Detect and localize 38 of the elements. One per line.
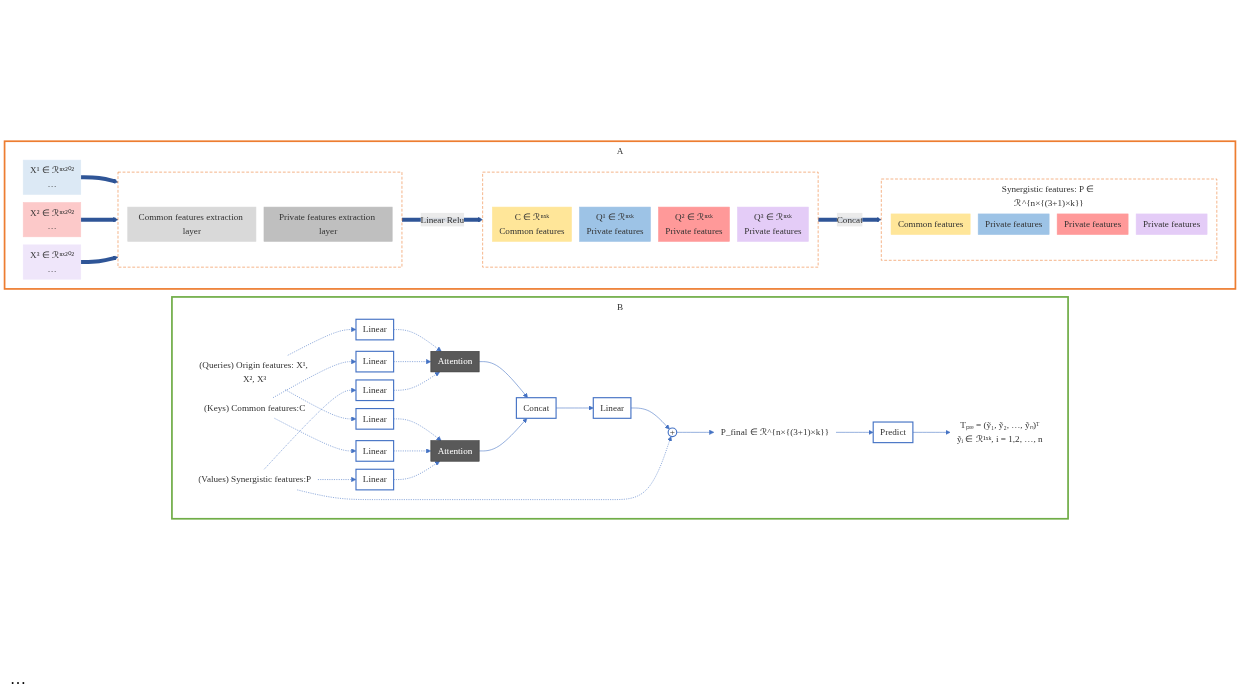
node-text: P_final ∈ ℛ^{n×{(3+1)×k}} — [720, 427, 830, 437]
ellipsis-note: … — [10, 670, 26, 687]
node-box: Linear — [355, 408, 395, 430]
node-box: Private features — [1056, 213, 1129, 235]
node-circle: + — [667, 427, 678, 438]
node-box: Q¹ ∈ ℛⁿˣᵏ Private features — [579, 206, 651, 242]
node-box: Linear — [592, 397, 632, 419]
node-box: X³ ∈ ℛⁿˣ²⁰² … — [22, 244, 82, 280]
node-box: Concat — [515, 397, 557, 419]
cluster — [117, 171, 403, 268]
node-text: (Queries) Origin features: X¹, X², X³ — [199, 360, 308, 384]
node-box: X¹ ∈ ℛⁿˣ²⁰² … — [22, 159, 82, 195]
cluster — [482, 171, 819, 268]
node-box: Private features — [1135, 213, 1208, 235]
node-box: Linear — [355, 379, 395, 402]
node-text: (Values) Synergistic features:P — [198, 474, 312, 485]
node-box: Private features extraction layer — [263, 206, 393, 242]
node-box: C ∈ ℛⁿˣᵏ Common features — [492, 206, 572, 242]
arrow — [80, 217, 119, 223]
node-box: Attention — [430, 351, 480, 373]
node-box: Common features extraction layer — [127, 206, 257, 242]
arrow — [80, 175, 119, 184]
node-box: Common features — [890, 213, 971, 235]
node-box: Predict — [872, 421, 914, 444]
edge-label: Linear Relu — [420, 214, 465, 225]
node-box: Linear — [355, 440, 395, 462]
node-box: Attention — [430, 440, 480, 462]
node-box: Linear — [355, 350, 395, 373]
node-box: Q³ ∈ ℛⁿˣᵏ Private features — [737, 206, 809, 242]
node-box: Linear — [355, 468, 395, 491]
edge-label: Concat — [836, 214, 863, 225]
node-box: Linear — [355, 318, 395, 341]
node-box: X² ∈ ℛⁿˣ²⁰² … — [22, 202, 82, 238]
node-text: (Keys) Common features:C — [204, 402, 306, 413]
node-text: Tₚᵣₑ = (ỹ₁, ỹ₂, …, ỹₙ)ᵀ ỹᵢ ∈ ℛ¹ˣᵏ, i = 1,2, …, n — [956, 420, 1043, 444]
node-box: Private features — [977, 213, 1050, 235]
arrow — [80, 255, 119, 265]
node-box: Q² ∈ ℛⁿˣᵏ Private features — [658, 206, 730, 242]
